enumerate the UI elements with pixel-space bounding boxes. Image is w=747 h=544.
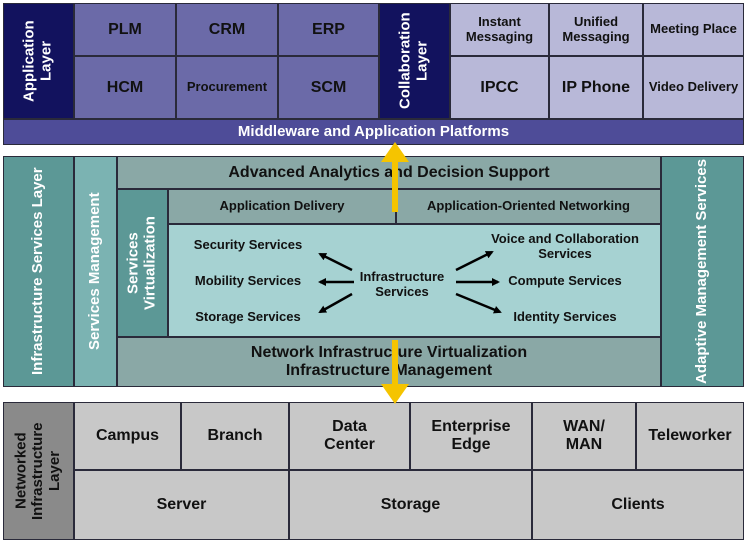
collab-cell-instant-messaging: Instant Messaging (450, 3, 549, 56)
compute-services-label: Compute Services (508, 273, 622, 288)
storage-services-label: Storage Services (195, 309, 301, 324)
application-delivery-box: Application Delivery (168, 189, 396, 224)
services-core-area (168, 224, 661, 337)
net-cell-server: Server (74, 470, 289, 540)
arrow-to-identity (455, 292, 502, 314)
collab-cell-ipcc: IPCC (450, 56, 549, 119)
app-cell-scm: SCM (278, 56, 379, 119)
app-cell-hcm: HCM (74, 56, 176, 119)
app-cell-procurement: Procurement (176, 56, 278, 119)
yellow-arrow-down (381, 340, 409, 404)
voice-collaboration-services-label: Voice and Collaboration Services (491, 231, 639, 261)
arrow-to-voice (455, 250, 494, 272)
collab-cell-unified-messaging: Unified Messaging (549, 3, 643, 56)
app-cell-plm: PLM (74, 3, 176, 56)
collab-cell-video-delivery: Video Delivery (643, 56, 744, 119)
net-cell-storage: Storage (289, 470, 532, 540)
net-cell-branch: Branch (181, 402, 289, 470)
app-cell-erp: ERP (278, 3, 379, 56)
net-cell-data-center: Data Center (289, 402, 410, 470)
security-services-label: Security Services (193, 237, 303, 252)
yellow-arrow-up (381, 142, 409, 212)
application-networking-box: Application-Oriented Networking (396, 189, 661, 224)
arrow-to-security (318, 252, 353, 272)
collab-cell-ip-phone: IP Phone (549, 56, 643, 119)
mobility-services-label: Mobility Services (194, 273, 302, 288)
net-cell-teleworker: Teleworker (636, 402, 744, 470)
identity-services-label: Identity Services (513, 309, 617, 324)
network-virtualization-label: Network Infrastructure Virtualization (250, 344, 528, 362)
app-cell-crm: CRM (176, 3, 278, 56)
middleware-bar: Middleware and Application Platforms (3, 119, 744, 145)
net-cell-campus: Campus (74, 402, 181, 470)
network-infrastructure-bar: Network Infrastructure Virtualization In… (117, 337, 661, 387)
net-cell-enterprise-edge: Enterprise Edge (410, 402, 532, 470)
infrastructure-management-label: Infrastructure Management (285, 362, 493, 379)
net-cell-wan-man: WAN/ MAN (532, 402, 636, 470)
hub-infrastructure-services: Infrastructure Services (359, 269, 445, 299)
arrow-to-storage (318, 292, 353, 314)
collab-cell-meeting-place: Meeting Place (643, 3, 744, 56)
net-cell-clients: Clients (532, 470, 744, 540)
